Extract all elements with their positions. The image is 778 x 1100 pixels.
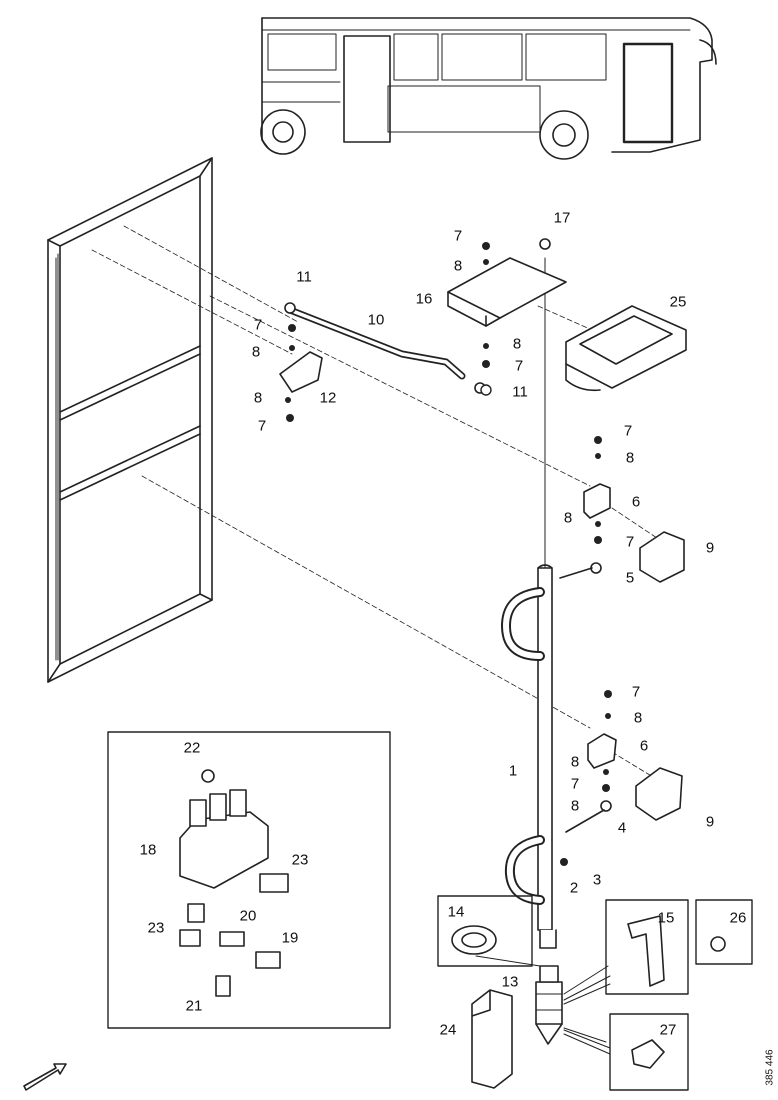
valve-housing xyxy=(471,989,513,1089)
label-7d: 7 xyxy=(257,417,267,435)
label-11b: 11 xyxy=(512,383,528,401)
lever-arm xyxy=(284,302,486,394)
label-16: 16 xyxy=(415,290,433,308)
label-11a: 11 xyxy=(296,268,312,286)
bracket-12 xyxy=(279,351,323,393)
label-15: 15 xyxy=(657,909,675,927)
drawing-code: 385 446 xyxy=(764,1049,776,1086)
door-cylinder xyxy=(535,965,611,1055)
label-8e: 8 xyxy=(625,449,635,467)
top-bracket xyxy=(447,238,567,327)
label-2: 2 xyxy=(569,879,579,897)
label-17: 17 xyxy=(553,209,571,227)
label-13: 13 xyxy=(501,973,519,991)
label-10: 10 xyxy=(367,311,385,329)
label-25: 25 xyxy=(669,293,687,311)
label-12: 12 xyxy=(319,389,337,407)
label-20: 20 xyxy=(239,907,257,925)
seal-ring-inset xyxy=(451,925,497,955)
label-8c: 8 xyxy=(251,343,261,361)
label-7b: 7 xyxy=(514,357,524,375)
label-19: 19 xyxy=(281,929,299,947)
label-3: 3 xyxy=(592,871,602,889)
label-9b: 9 xyxy=(705,813,715,831)
label-8f: 8 xyxy=(563,509,573,527)
label-22: 22 xyxy=(183,739,201,757)
nut-inset xyxy=(710,936,726,952)
inset-boxes xyxy=(107,731,753,1091)
door-frame xyxy=(47,157,213,683)
label-9a: 9 xyxy=(705,539,715,557)
label-23b: 23 xyxy=(147,919,165,937)
label-6b: 6 xyxy=(639,737,649,755)
label-26: 26 xyxy=(729,909,747,927)
label-8b: 8 xyxy=(512,335,522,353)
label-18: 18 xyxy=(139,841,157,859)
label-8d: 8 xyxy=(253,389,263,407)
label-7a: 7 xyxy=(453,227,463,245)
label-21: 21 xyxy=(185,997,203,1015)
direction-arrow-icon xyxy=(23,1063,67,1091)
pointer-lines xyxy=(475,955,609,1043)
tray xyxy=(565,305,687,392)
lower-brackets xyxy=(565,733,683,833)
label-14: 14 xyxy=(447,903,465,921)
fasteners xyxy=(285,242,612,866)
label-8h: 8 xyxy=(570,753,580,771)
label-1: 1 xyxy=(508,762,518,780)
air-hoses xyxy=(501,587,545,905)
upper-brackets xyxy=(559,483,685,583)
fitting-inset xyxy=(631,1039,665,1069)
label-8g: 8 xyxy=(633,709,643,727)
label-5: 5 xyxy=(625,569,635,587)
label-7g: 7 xyxy=(631,683,641,701)
label-7c: 7 xyxy=(253,316,263,334)
label-7e: 7 xyxy=(623,422,633,440)
label-8a: 8 xyxy=(453,257,463,275)
label-7h: 7 xyxy=(570,775,580,793)
bus-illustration xyxy=(260,17,717,160)
label-24: 24 xyxy=(439,1021,457,1039)
label-27: 27 xyxy=(659,1021,677,1039)
label-8i: 8 xyxy=(570,797,580,815)
label-23a: 23 xyxy=(291,851,309,869)
valve-block-inset xyxy=(179,769,289,997)
leader-lines xyxy=(91,225,661,781)
label-6a: 6 xyxy=(631,493,641,511)
label-4: 4 xyxy=(617,819,627,837)
label-7f: 7 xyxy=(625,533,635,551)
clip-inset xyxy=(627,915,665,987)
